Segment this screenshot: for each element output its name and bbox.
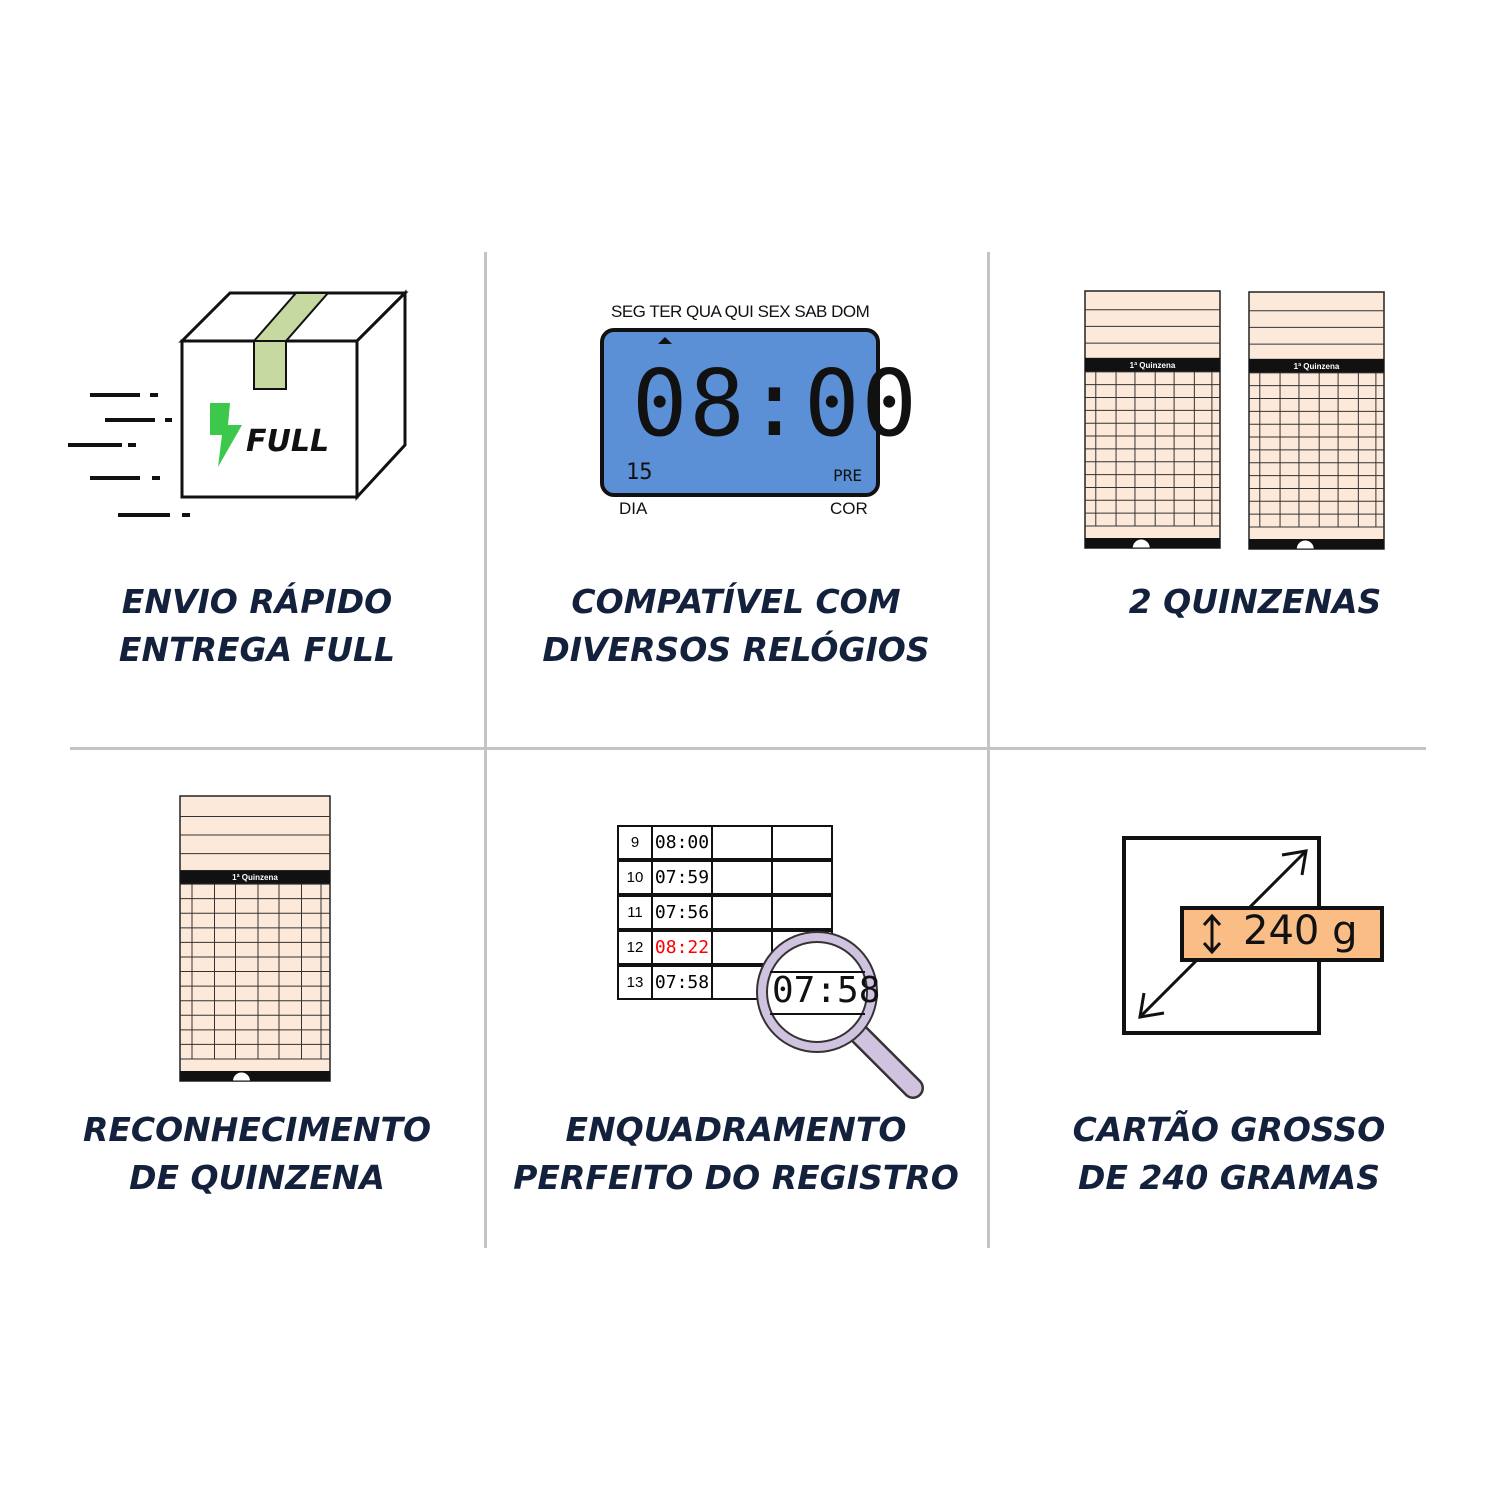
clock-day-label: DIA	[619, 499, 648, 518]
divider-horizontal	[70, 747, 1426, 750]
divider-vertical-2	[987, 252, 990, 1248]
empty-cell	[771, 825, 833, 860]
day-indicator-icon	[658, 337, 672, 344]
time-card-1: 1ª Quinzena	[1084, 290, 1221, 549]
card-header: 1ª Quinzena	[1294, 362, 1340, 371]
lightning-bolt-icon	[210, 403, 242, 467]
shipping-box-icon	[68, 289, 409, 517]
card-weight-icon	[1122, 836, 1384, 1035]
clock-screen: 08:00 15 PRE	[600, 328, 917, 497]
empty-cell	[711, 895, 773, 930]
time-card-single: 1ª Quinzena	[179, 795, 331, 1082]
row-day: 9	[617, 825, 653, 860]
clock-color-label: COR	[830, 499, 868, 518]
row-time: 07:58	[651, 965, 713, 1000]
clock-day: 15	[626, 460, 653, 485]
row-day: 11	[617, 895, 653, 930]
empty-cell	[771, 895, 833, 930]
magnified-time: 07:58	[772, 970, 881, 1011]
clock-weekdays: SEG TER QUA QUI SEX SAB DOM	[611, 302, 870, 321]
row-time: 07:59	[651, 860, 713, 895]
row-day: 10	[617, 860, 653, 895]
row-time: 07:56	[651, 895, 713, 930]
empty-cell	[711, 825, 773, 860]
card-header: 1ª Quinzena	[232, 873, 278, 882]
full-badge-text: FULL	[246, 424, 330, 459]
row-day: 12	[617, 930, 653, 965]
weight-label: 240 g	[1243, 908, 1358, 954]
up-down-arrow-icon	[1202, 913, 1222, 955]
row-time: 08:00	[651, 825, 713, 860]
magnifier-icon	[756, 931, 924, 1099]
row-day: 13	[617, 965, 653, 1000]
card-header: 1ª Quinzena	[1130, 361, 1176, 370]
clock-time: 08:00	[632, 350, 919, 457]
divider-vertical-1	[484, 252, 487, 1248]
feature-title-two-fortnights: 2 QUINZENAS	[1128, 582, 1382, 621]
empty-cell	[771, 860, 833, 895]
clock-mode: PRE	[833, 466, 862, 485]
empty-cell	[711, 860, 773, 895]
row-time: 08:22	[651, 930, 713, 965]
time-card-2: 1ª Quinzena	[1248, 291, 1385, 550]
